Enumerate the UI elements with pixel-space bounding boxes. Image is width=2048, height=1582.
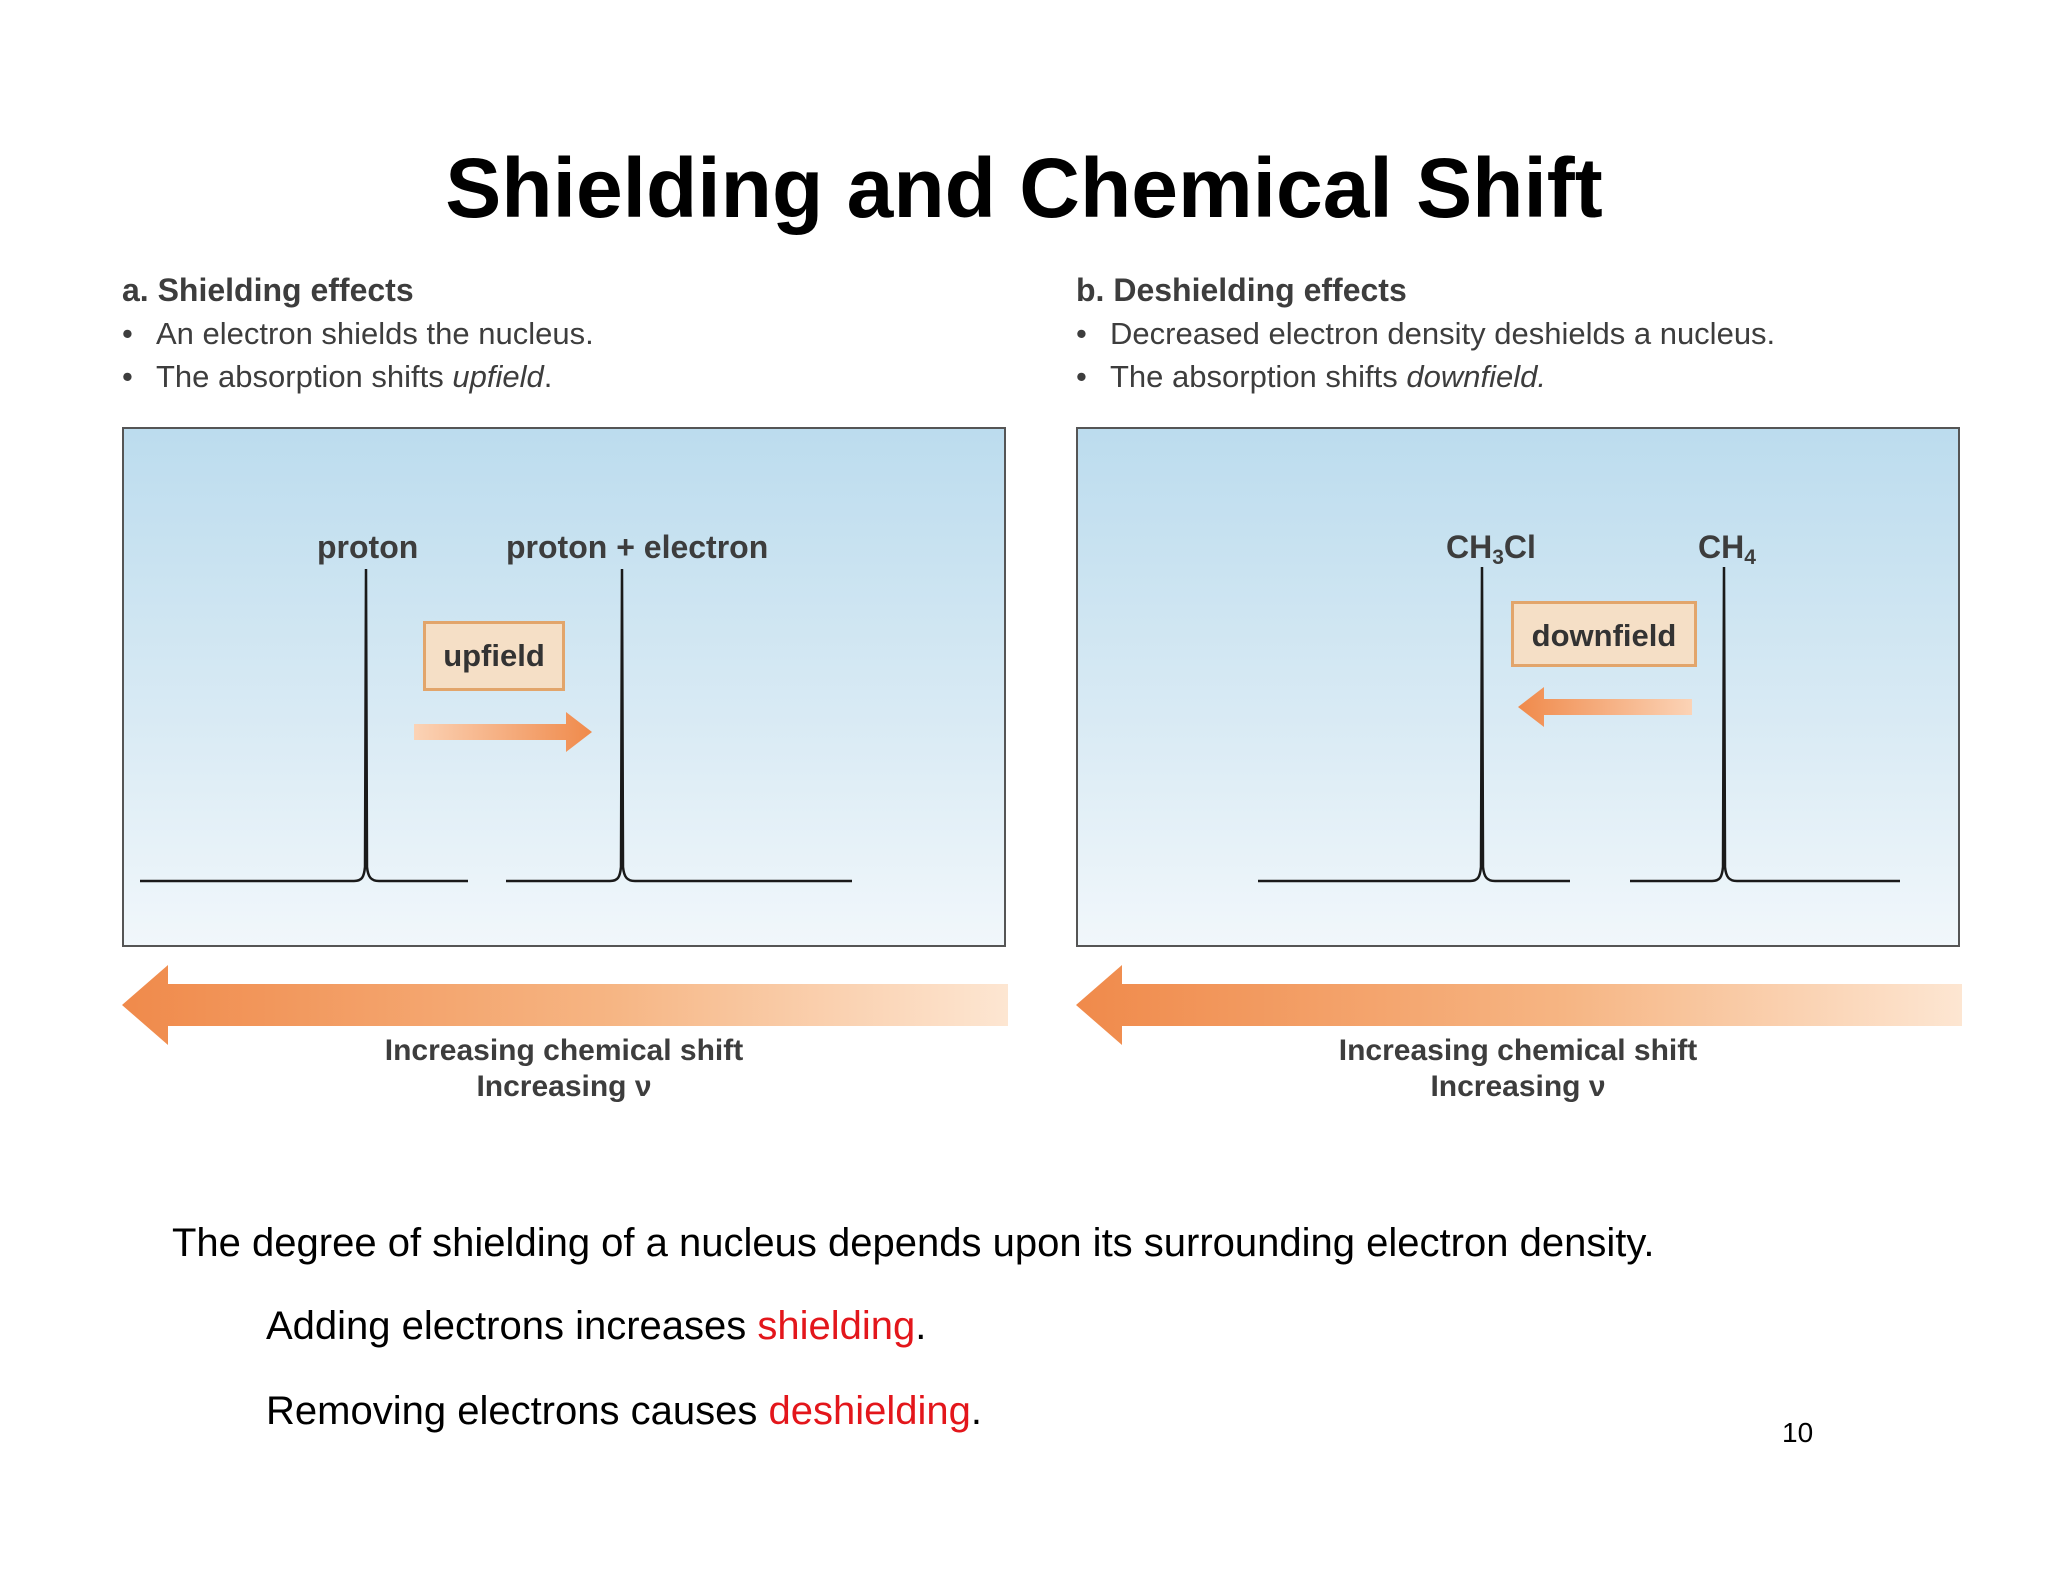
peak-label-ch4: CH4 bbox=[1698, 529, 1756, 568]
body-line-3-period: . bbox=[970, 1389, 982, 1433]
panel-b-spectrum: CH3Cl CH4 downfield bbox=[1076, 427, 1960, 947]
panel-a-bullet-1-text: An electron shields the nucleus. bbox=[156, 316, 594, 351]
panel-b-axis-line-2: Increasing ν bbox=[1430, 1070, 1606, 1103]
upfield-tag: upfield bbox=[423, 621, 565, 691]
peak-label-proton: proton bbox=[317, 529, 419, 565]
ch3cl-subscript: 3 bbox=[1492, 546, 1504, 569]
ch4-main: CH bbox=[1698, 529, 1745, 565]
panel-a-bullet-2-text: The absorption shifts bbox=[156, 359, 453, 394]
slide-title: Shielding and Chemical Shift bbox=[445, 141, 1603, 235]
panel-b-axis-caption: Increasing chemical shift Increasing ν bbox=[1076, 1033, 1960, 1105]
panel-a-bullet-2-emphasis: upfield bbox=[452, 359, 544, 394]
panel-b-heading: b. Deshielding effects bbox=[1076, 272, 1407, 308]
panel-b-bullet-1-text: Decreased electron density deshields a n… bbox=[1110, 316, 1776, 351]
shielding-highlight: shielding bbox=[757, 1304, 916, 1348]
body-line-3-text: Removing electrons causes bbox=[266, 1389, 769, 1433]
panel-b-bullet-1: • Decreased electron density deshields a … bbox=[1076, 314, 1775, 354]
spectrum-baseline-ch4 bbox=[1630, 566, 1900, 883]
body-line-2: Adding electrons increases shielding. bbox=[266, 1301, 926, 1351]
panel-b-axis-line-1: Increasing chemical shift bbox=[1338, 1034, 1698, 1067]
body-line-1: The degree of shielding of a nucleus dep… bbox=[172, 1221, 1655, 1265]
downfield-tag: downfield bbox=[1511, 601, 1697, 667]
panel-a-spectrum-svg bbox=[140, 568, 852, 883]
panel-a-axis-caption: Increasing chemical shift Increasing ν bbox=[122, 1033, 1006, 1105]
panel-a-bullet-1: • An electron shields the nucleus. bbox=[122, 314, 594, 354]
panel-b-spectrum-svg bbox=[1258, 566, 1900, 883]
panel-a-chemical-shift-arrow-icon bbox=[122, 965, 1008, 1045]
panel-b-chemical-shift-arrow-icon bbox=[1076, 965, 1962, 1045]
bullet-dot-icon: • bbox=[1076, 359, 1087, 394]
panel-b-bullet-2-text: The absorption shifts bbox=[1110, 359, 1407, 394]
panel-b-bullet-2: • The absorption shifts downfield. bbox=[1076, 357, 1546, 397]
panel-a-bullet-2-period: . bbox=[543, 359, 553, 394]
panel-a-axis-line-2: Increasing ν bbox=[476, 1070, 652, 1103]
bullet-dot-icon: • bbox=[122, 359, 133, 394]
downfield-arrow-icon bbox=[1518, 687, 1692, 727]
peak-label-proton-electron: proton + electron bbox=[506, 529, 769, 565]
upfield-arrow-icon bbox=[414, 712, 592, 752]
ch3cl-main: CH bbox=[1446, 529, 1493, 565]
spectrum-baseline-right bbox=[506, 568, 852, 883]
page-number: 10 bbox=[1782, 1417, 1814, 1448]
peak-label-ch3cl: CH3Cl bbox=[1446, 529, 1536, 568]
panel-a-axis-line-1: Increasing chemical shift bbox=[384, 1034, 744, 1067]
bullet-dot-icon: • bbox=[1076, 316, 1087, 351]
panel-a-heading: a. Shielding effects bbox=[122, 272, 414, 308]
body-line-2-period: . bbox=[915, 1304, 927, 1348]
panel-a-bullet-2: • The absorption shifts upfield. bbox=[122, 357, 552, 397]
spectrum-baseline-ch3cl bbox=[1258, 566, 1570, 883]
bullet-dot-icon: • bbox=[122, 316, 133, 351]
body-line-3: Removing electrons causes deshielding. bbox=[266, 1386, 982, 1436]
panel-a-spectrum: proton proton + electron upfield bbox=[122, 427, 1006, 947]
panel-b-bullet-2-emphasis: downfield. bbox=[1406, 359, 1546, 394]
body-line-2-text: Adding electrons increases bbox=[266, 1304, 758, 1348]
spectrum-baseline-left bbox=[140, 568, 468, 883]
ch3cl-tail: Cl bbox=[1503, 529, 1536, 565]
deshielding-highlight: deshielding bbox=[768, 1389, 971, 1433]
ch4-subscript: 4 bbox=[1744, 546, 1756, 569]
